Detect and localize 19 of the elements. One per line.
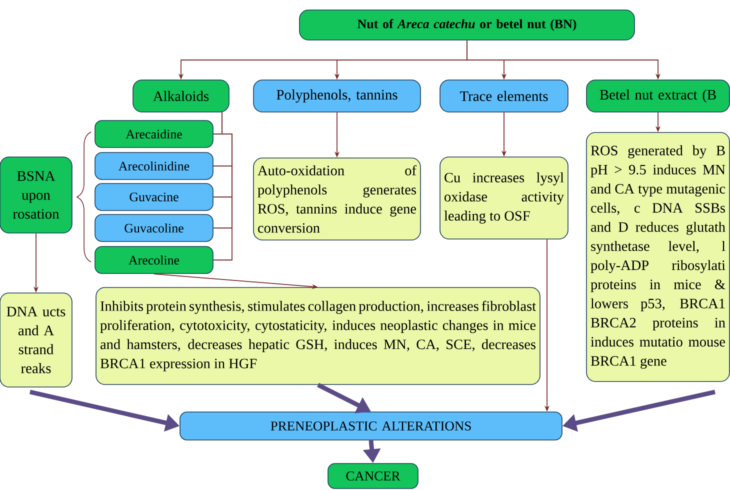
category-box: Polyphenols, tannins <box>253 80 421 112</box>
effect-box: Cu increases lysyl oxidase activity leading to OSF <box>440 156 568 240</box>
category-box: Betel nut extract (B <box>586 80 730 112</box>
compound-box: Arecoline <box>94 246 214 274</box>
title-box: Nut of Areca catechu or betel nut (BN) <box>299 10 635 40</box>
effect-box: BSNA upon rosation <box>0 156 72 234</box>
category-box: Alkaloids <box>132 80 230 112</box>
effect-box: DNA ucts and A strand reaks <box>0 292 72 388</box>
compound-box: Arecolinidine <box>94 152 214 180</box>
outcome-box: CANCER <box>328 463 418 489</box>
effect-box: Inhibits protein synthesis, stimulates collagen production, increases fibroblast proliferation, cytotoxicity, cytostaticity, induces neoplastic changes in mice and hamsters, decreases hepatic GSH, induces MN, CA, SCE, decreases BRCA1 expression in HGF <box>96 287 540 385</box>
outcome-box: PRENEOPLASTIC ALTERATIONS <box>180 412 562 440</box>
effect-box: ROS generated by B pH > 9.5 induces MN and CA type mutagenic cells, c DNA SSBs and D reduces glutath synthetase level, l poly-ADP ribosylati proteins in mice & lowers p53, BRCA1 BRCA2 proteins in induces mutatio mouse BRCA1 gene <box>586 132 730 382</box>
compound-box: Arecaidine <box>94 120 214 148</box>
effect-box: Auto-oxidation of polyphenols generates ROS, tannins induce gene conversion <box>253 158 421 240</box>
compound-box: Guvacine <box>94 183 214 211</box>
category-box: Trace elements <box>440 80 568 112</box>
connector-line <box>212 112 232 260</box>
compound-box: Guvacoline <box>94 214 214 242</box>
